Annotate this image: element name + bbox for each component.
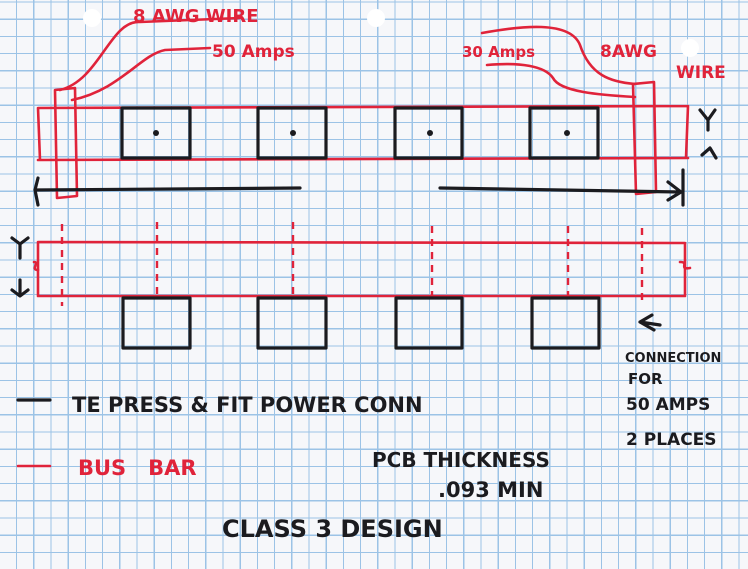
pcb-thickness-value: .093 MIN [438,478,543,502]
right-wire-upper [480,25,637,86]
left-wire-lug [53,86,79,200]
left-amps-label: 50 Amps [212,42,295,62]
top-bus-bar [36,16,690,200]
pcb-thickness-label: PCB THICKNESS [372,448,550,472]
top-connectors [120,106,600,160]
legend-red-label: BUS BAR [78,456,197,480]
legend-black-label: TE PRESS & FIT POWER CONN [72,393,423,417]
left-wire-upper [58,16,242,92]
connection-note-4: 2 PLACES [626,430,717,450]
right-wire-lower [485,62,637,99]
side-connectors [121,296,662,350]
right-wire-label-2: WIRE [676,63,726,83]
side-bus-bar [32,222,692,306]
connection-note-3: 50 AMPS [626,395,710,415]
dimension-arrows [10,108,718,298]
right-wire-label-1: 8AWG [600,42,657,62]
connection-note-2: FOR [628,370,663,388]
punch-hole [367,9,385,27]
right-amps-label: 30 Amps [462,43,535,61]
punch-hole [83,9,101,27]
left-wire-lower [70,46,212,102]
left-wire-label: 8 AWG WIRE [133,6,259,27]
right-wire-lug [631,80,658,196]
connection-note-1: CONNECTION [625,351,721,366]
punch-hole [681,39,699,57]
design-class-label: CLASS 3 DESIGN [222,515,443,543]
